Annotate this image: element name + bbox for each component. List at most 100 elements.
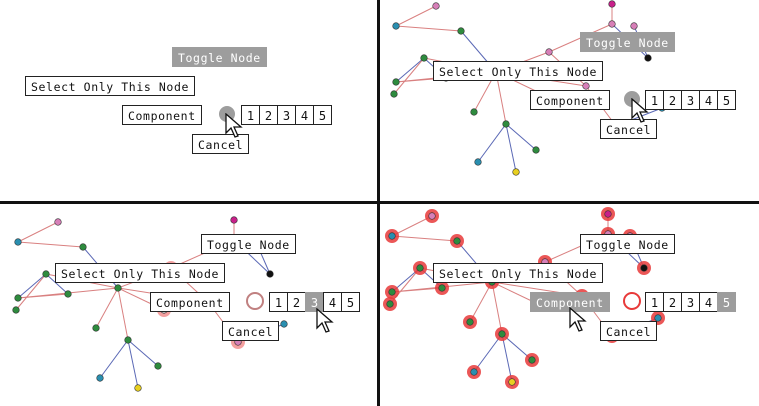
panel-top-right: Toggle Node Select Only This Node Compon… — [380, 0, 758, 202]
horizontal-divider — [0, 201, 759, 204]
graph-node[interactable] — [470, 108, 478, 116]
focus-node-marker — [623, 292, 641, 310]
select-only-menu-item[interactable]: Select Only This Node — [433, 263, 603, 283]
graph-node[interactable] — [420, 54, 428, 62]
graph-node[interactable] — [392, 22, 400, 30]
graph-node[interactable] — [114, 284, 122, 292]
graph-node[interactable] — [470, 368, 478, 376]
graph-edge — [505, 123, 517, 173]
focus-node-overlay — [219, 106, 235, 122]
graph-node[interactable] — [280, 320, 288, 328]
graph-node[interactable] — [230, 216, 238, 224]
graph-node[interactable] — [453, 237, 461, 245]
cancel-menu-item[interactable]: Cancel — [192, 134, 250, 154]
graph-edge — [391, 235, 458, 242]
graph-node[interactable] — [532, 146, 540, 154]
graph-node[interactable] — [392, 78, 400, 86]
cancel-menu-item[interactable]: Cancel — [600, 119, 658, 139]
cancel-menu-item[interactable]: Cancel — [222, 321, 280, 341]
select-only-menu-item[interactable]: Select Only This Node — [25, 76, 195, 96]
graph-edge — [395, 5, 437, 27]
component-number-5[interactable]: 5 — [313, 105, 332, 125]
graph-node[interactable] — [428, 212, 436, 220]
graph-node[interactable] — [96, 374, 104, 382]
graph-node[interactable] — [12, 306, 20, 314]
cancel-menu-item[interactable]: Cancel — [600, 321, 658, 341]
component-menu-item[interactable]: Component — [150, 292, 230, 312]
graph-node[interactable] — [608, 0, 616, 8]
graph-node[interactable] — [608, 20, 616, 28]
graph-node[interactable] — [502, 120, 510, 128]
graph-node[interactable] — [154, 362, 162, 370]
graph-node[interactable] — [64, 290, 72, 298]
graph-edge — [127, 339, 159, 367]
toggle-node-menu-item[interactable]: Toggle Node — [580, 32, 675, 52]
graph-node[interactable] — [42, 270, 50, 278]
graph-node[interactable] — [432, 2, 440, 10]
graph-edge — [17, 221, 59, 243]
graph-node[interactable] — [14, 238, 22, 246]
panel-bottom-right: Toggle Node Select Only This Node Compon… — [380, 204, 758, 406]
graph-edge — [469, 281, 493, 323]
component-number-2[interactable]: 2 — [663, 90, 682, 110]
graph-node[interactable] — [134, 384, 142, 392]
graph-edge — [17, 241, 84, 248]
component-number-4[interactable]: 4 — [699, 292, 718, 312]
mouse-cursor-icon — [569, 307, 587, 332]
focus-node-overlay — [623, 292, 641, 310]
graph-node[interactable] — [14, 294, 22, 302]
graph-node[interactable] — [388, 288, 396, 296]
graph-node[interactable] — [386, 300, 394, 308]
graph-node[interactable] — [582, 82, 590, 90]
graph-node[interactable] — [390, 90, 398, 98]
graph-edge — [473, 333, 503, 373]
graph-node[interactable] — [545, 48, 553, 56]
toggle-node-menu-item[interactable]: Toggle Node — [201, 234, 296, 254]
component-number-5[interactable]: 5 — [717, 292, 736, 312]
graph-node[interactable] — [438, 284, 446, 292]
focus-node-overlay — [246, 292, 264, 310]
graph-node[interactable] — [528, 356, 536, 364]
mouse-cursor-icon — [631, 98, 649, 123]
graph-node[interactable] — [388, 232, 396, 240]
graph-edge — [395, 57, 425, 83]
component-number-5[interactable]: 5 — [341, 292, 360, 312]
graph-node[interactable] — [92, 324, 100, 332]
graph-node[interactable] — [508, 378, 516, 386]
component-menu-item[interactable]: Component — [530, 90, 610, 110]
graph-node[interactable] — [474, 158, 482, 166]
toggle-node-menu-item[interactable]: Toggle Node — [172, 47, 267, 67]
graph-node[interactable] — [654, 314, 662, 322]
component-number-5[interactable]: 5 — [717, 90, 736, 110]
graph-node[interactable] — [512, 168, 520, 176]
graph-node[interactable] — [466, 318, 474, 326]
graph-node[interactable] — [640, 264, 648, 272]
graph-edge — [505, 123, 537, 151]
graph-node[interactable] — [498, 330, 506, 338]
graph-edge — [95, 287, 119, 329]
graph-edge — [393, 57, 425, 95]
graph-edge — [477, 123, 507, 163]
graph-edge — [491, 281, 503, 335]
panel-top-left: Toggle Node Select Only This Node Compon… — [0, 0, 378, 202]
graph-node[interactable] — [457, 27, 465, 35]
graph-edge — [501, 333, 513, 383]
mouse-cursor-icon — [225, 113, 243, 138]
graph-node[interactable] — [630, 22, 638, 30]
graph-node[interactable] — [416, 264, 424, 272]
toggle-node-menu-item[interactable]: Toggle Node — [580, 234, 675, 254]
panel-bottom-left: Toggle Node Select Only This Node Compon… — [0, 204, 378, 406]
select-only-menu-item[interactable]: Select Only This Node — [433, 61, 603, 81]
select-only-menu-item[interactable]: Select Only This Node — [55, 263, 225, 283]
graph-node[interactable] — [54, 218, 62, 226]
graph-node[interactable] — [604, 210, 612, 218]
graph-node[interactable] — [644, 54, 652, 62]
graph-node[interactable] — [266, 270, 274, 278]
graph-edge — [15, 273, 47, 311]
component-menu-item[interactable]: Component — [122, 105, 202, 125]
graph-node[interactable] — [124, 336, 132, 344]
focus-node-marker — [246, 292, 264, 310]
graph-node[interactable] — [79, 243, 87, 251]
